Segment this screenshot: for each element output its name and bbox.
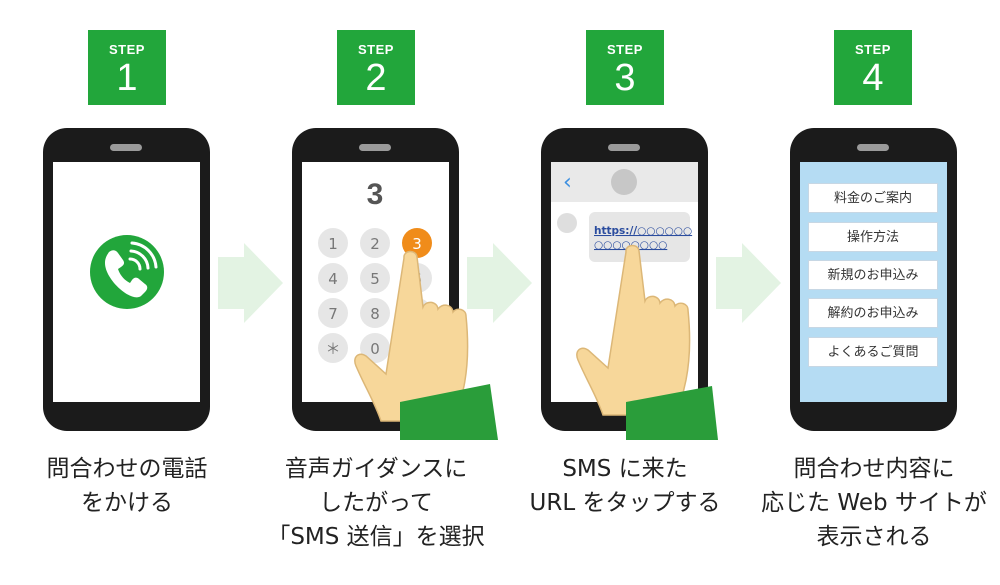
step-3-number: 3	[614, 57, 636, 99]
key-star	[318, 333, 348, 363]
step-2-label: STEP	[358, 42, 394, 57]
arrow-3-icon	[716, 243, 781, 323]
dialed-digit: 3	[367, 178, 384, 211]
menu-pricing-button[interactable]: 料金のご案内	[808, 183, 938, 213]
menu-faq-button[interactable]: よくあるご質問	[808, 337, 938, 367]
svg-text:7: 7	[328, 305, 338, 323]
menu-operation-button[interactable]: 操作方法	[808, 222, 938, 252]
menu-new-application-button[interactable]: 新規のお申込み	[808, 260, 938, 290]
step-1-number: 1	[116, 57, 138, 99]
menu-cancellation-button[interactable]: 解約のお申込み	[808, 298, 938, 328]
arrow-2-icon	[467, 243, 532, 323]
svg-text:4: 4	[328, 270, 338, 288]
key-5	[360, 263, 390, 293]
phone-3: ‹ https://○○○○○○ ○○○○○○○○	[541, 128, 718, 440]
key-7	[318, 298, 348, 328]
svg-text:＊: ＊	[325, 340, 340, 358]
sms-bubble	[589, 212, 690, 262]
svg-text:0: 0	[370, 340, 380, 358]
key-2	[360, 228, 390, 258]
step-4-caption: 問合わせ内容に 応じた Web サイトが 表示される	[761, 456, 987, 550]
call-icon	[90, 235, 164, 309]
step-2-number: 2	[365, 57, 387, 99]
svg-text:5: 5	[370, 270, 380, 288]
phone-1	[43, 128, 210, 431]
step-4-badge: STEP 4	[834, 30, 912, 105]
arrow-1-icon	[218, 243, 283, 323]
sms-link-line1: https://○○○○○○	[594, 225, 692, 237]
pointing-hand-icon	[354, 250, 498, 440]
svg-text:2: 2	[370, 235, 380, 253]
step-4-number: 4	[862, 57, 884, 99]
step-3-caption: SMS に来た URL をタップする	[529, 456, 721, 516]
sender-avatar	[557, 213, 577, 233]
key-4	[318, 263, 348, 293]
step-2-caption: 音声ガイダンスに したがって 「SMS 送信」を選択	[267, 456, 485, 550]
svg-text:8: 8	[370, 305, 380, 323]
step-3-badge: STEP 3	[586, 30, 664, 105]
back-icon: ‹	[563, 170, 572, 195]
key-8	[360, 298, 390, 328]
contact-avatar	[611, 169, 637, 195]
key-1	[318, 228, 348, 258]
key-0	[360, 333, 390, 363]
step-1-caption: 問合わせの電話 をかける	[46, 456, 208, 516]
key-3-highlighted	[402, 228, 432, 258]
step-3-label: STEP	[607, 42, 643, 57]
svg-text:1: 1	[328, 235, 338, 253]
pointing-hand-icon-2	[576, 244, 718, 440]
step-4-label: STEP	[855, 42, 891, 57]
step-2-badge: STEP 2	[337, 30, 415, 105]
svg-text:3: 3	[412, 235, 422, 253]
phone-2: 3 1 2 3 4 5 6 7 8 9 ＊ 0 #	[292, 128, 498, 440]
step-1-label: STEP	[109, 42, 145, 57]
step-1-badge: STEP 1	[88, 30, 166, 105]
